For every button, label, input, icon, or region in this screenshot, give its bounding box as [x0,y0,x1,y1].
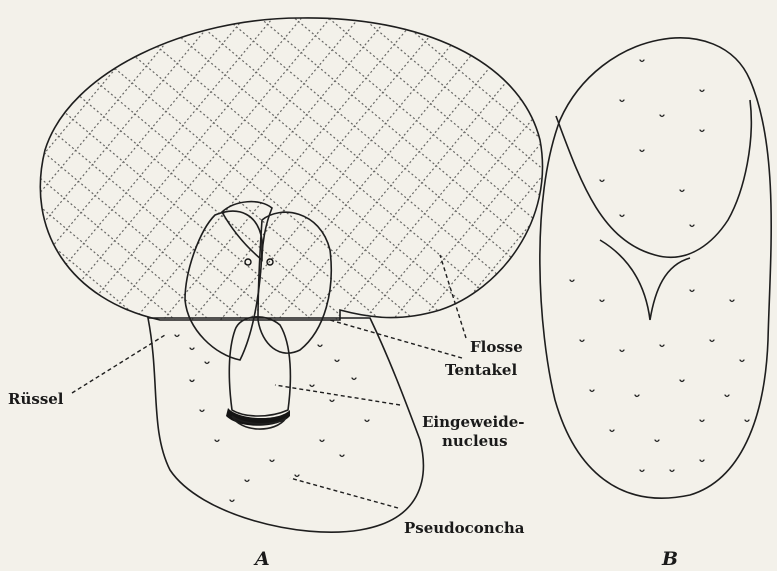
pseudoconcha-shape [148,318,423,532]
figure-a [40,18,542,532]
figure-b [540,38,771,498]
body-b-outer [540,38,771,498]
leader-tentakel [330,320,462,358]
label-ruessel: Rüssel [8,390,64,408]
leader-eingeweide [275,385,400,405]
proboscis-shape [229,317,290,416]
label-flosse: Flosse [470,338,523,356]
leader-pseudoconcha [290,478,398,508]
label-tentakel: Tentakel [445,361,517,379]
leader-ruessel [72,335,165,393]
label-nucleus: nucleus [442,432,508,450]
body-b-inner [556,100,751,257]
fin-grid-texture [40,18,542,320]
label-pseudoconcha: Pseudoconcha [404,519,525,537]
body-b-dots [570,60,749,472]
figure-label-b: B [661,548,678,570]
figure-label-a: A [253,548,270,570]
label-eingeweide: Eingeweide- [422,413,524,431]
